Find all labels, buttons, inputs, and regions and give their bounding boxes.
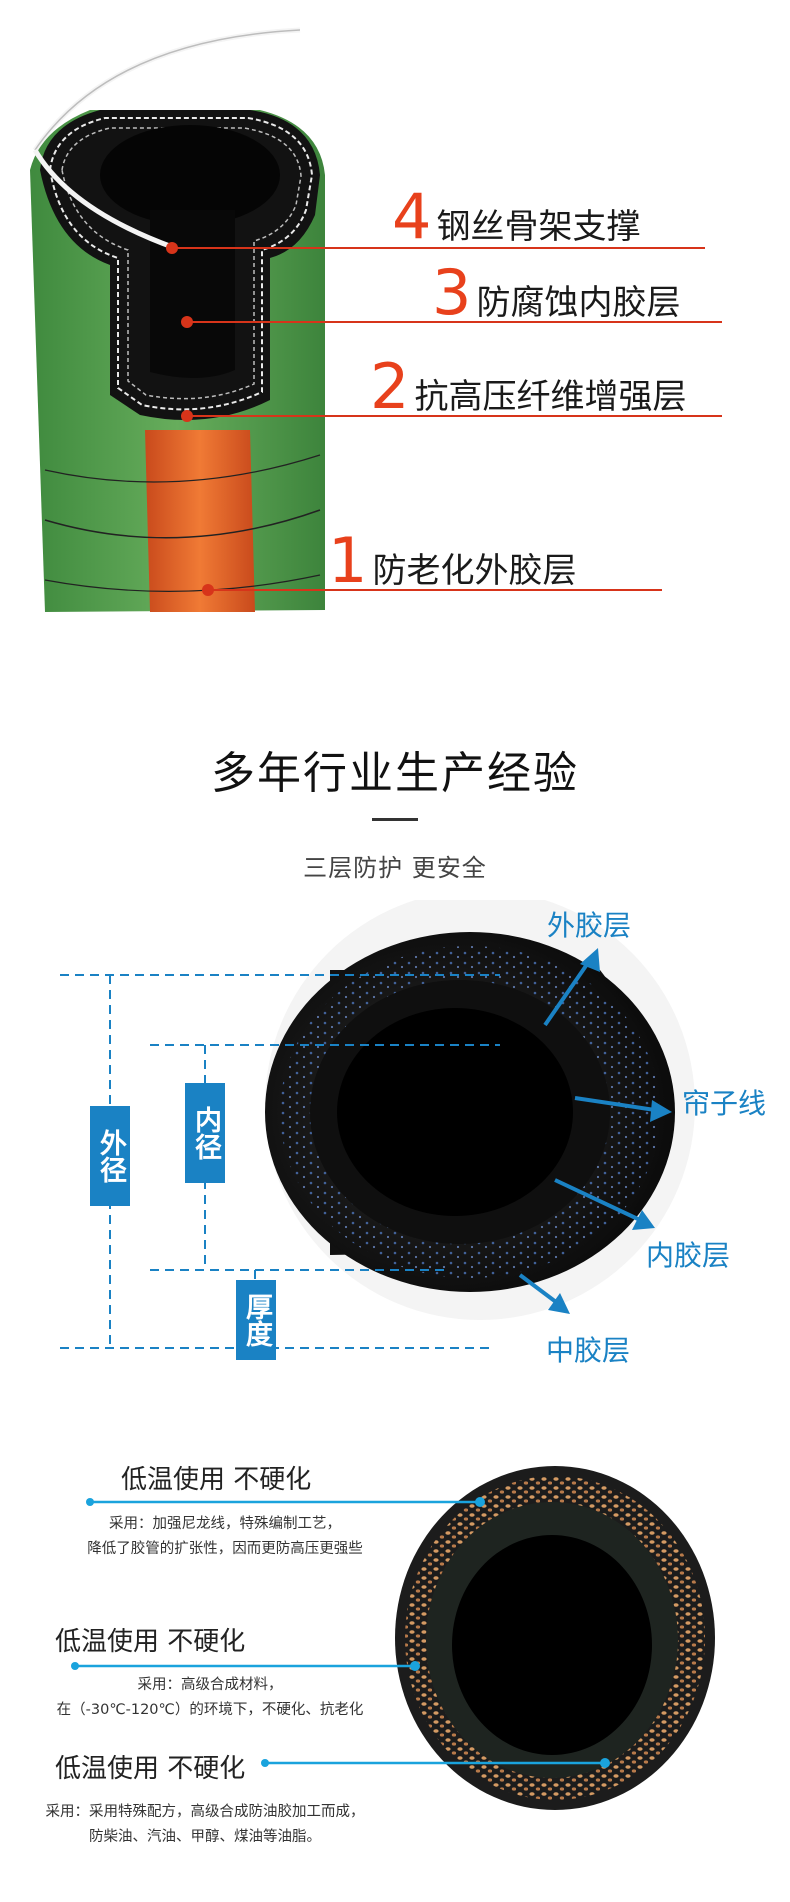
- outer-layer-callout: 外胶层: [547, 909, 632, 942]
- thickness-text: 厚度: [241, 1293, 272, 1347]
- layer-2-callout: 2 抗高压纤维增强层: [370, 356, 687, 418]
- hose-cross-section-diagram: [60, 900, 695, 1349]
- layer-3-callout: 3 防腐蚀内胶层: [432, 262, 681, 324]
- feature-3-desc: 采用：采用特殊配方，高级合成防油胶加工而成， 防柴油、汽油、甲醇、煤油等油脂。: [20, 1800, 390, 1850]
- outer-diameter-label: 外径: [90, 1106, 130, 1206]
- feature-2-desc: 采用：高级合成材料， 在（-30℃-120℃）的环境下，不硬化、抗老化: [20, 1673, 400, 1723]
- feature-2-heading: 低温使用 不硬化: [55, 1627, 246, 1657]
- feature-3-heading: 低温使用 不硬化: [55, 1754, 246, 1784]
- feature-2-desc-line2: 在（-30℃-120℃）的环境下，不硬化、抗老化: [56, 1702, 364, 1718]
- layer-1-callout: 1 防老化外胶层: [328, 530, 577, 592]
- hose-layers-section: 4 钢丝骨架支撑 3 防腐蚀内胶层 2 抗高压纤维增强层 1 防老化外胶层: [0, 0, 790, 640]
- feature-1-desc-line1: 采用：加强尼龙线，特殊编制工艺，: [109, 1516, 341, 1532]
- feature-3-desc-line2: 防柴油、汽油、甲醇、煤油等油脂。: [89, 1829, 321, 1845]
- feature-1-desc: 采用：加强尼龙线，特殊编制工艺， 降低了胶管的扩张性，因而更防高压更强些: [40, 1512, 410, 1562]
- layer-3-number: 3: [432, 256, 472, 329]
- layer-4-number: 4: [392, 180, 432, 253]
- layer-1-label: 防老化外胶层: [372, 551, 577, 591]
- inner-diameter-text: 内径: [190, 1106, 221, 1160]
- feature-1-heading: 低温使用 不硬化: [121, 1465, 312, 1495]
- layer-4-callout: 4 钢丝骨架支撑: [392, 186, 641, 248]
- hose-end-photo: [71, 1466, 715, 1810]
- feature-3-desc-line1: 采用：采用特殊配方，高级合成防油胶加工而成，: [45, 1804, 365, 1820]
- layer-1-number: 1: [328, 524, 368, 597]
- middle-layer-callout: 中胶层: [546, 1334, 631, 1367]
- section-title: 多年行业生产经验: [211, 748, 579, 799]
- layer-3-label: 防腐蚀内胶层: [476, 283, 681, 323]
- hose-cutaway-illustration: [30, 27, 722, 612]
- title-divider: [372, 818, 418, 821]
- layer-2-label: 抗高压纤维增强层: [414, 377, 687, 417]
- inner-layer-callout: 内胶层: [646, 1239, 731, 1272]
- outer-diameter-text: 外径: [95, 1129, 126, 1183]
- thickness-label: 厚度: [236, 1280, 276, 1360]
- inner-diameter-label: 内径: [185, 1083, 225, 1183]
- section-subtitle: 三层防护 更安全: [303, 854, 487, 882]
- feature-1-desc-line2: 降低了胶管的扩张性，因而更防高压更强些: [87, 1541, 363, 1557]
- cord-layer-callout: 帘子线: [682, 1087, 767, 1120]
- layer-4-label: 钢丝骨架支撑: [436, 207, 641, 247]
- feature-2-desc-line1: 采用：高级合成材料，: [137, 1677, 283, 1693]
- layer-2-number: 2: [370, 350, 410, 423]
